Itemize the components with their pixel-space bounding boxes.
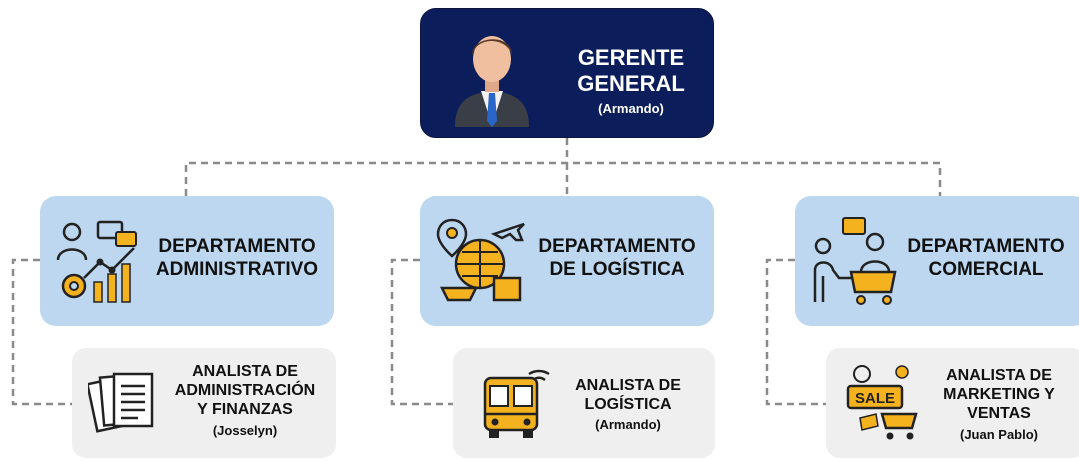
department-title-line2: DE LOGÍSTICA: [549, 258, 685, 280]
ceo-title-line2: GENERAL: [577, 71, 685, 97]
analyst-box-marketing: SALE ANALISTA DE MARKETING Y VENTAS (Jua…: [826, 348, 1079, 458]
department-title-line1: DEPARTAMENTO: [158, 236, 316, 257]
documents-icon: [88, 372, 154, 433]
analyst-title-line3: VENTAS: [967, 405, 1031, 423]
department-box-administrativo: DEPARTAMENTO ADMINISTRATIVO: [40, 196, 334, 326]
department-title-line1: DEPARTAMENTO: [538, 236, 696, 257]
department-title-line1: DEPARTAMENTO: [907, 236, 1065, 257]
admin-analyst-connector: [11, 258, 72, 406]
analyst-title-line2: LOGÍSTICA: [584, 396, 672, 414]
analyst-person: (Josselyn): [212, 422, 278, 438]
department-bus-connector: [184, 161, 942, 196]
ceo-person: (Armando): [598, 100, 664, 116]
commercial-analyst-connector: [765, 258, 826, 406]
svg-text:SALE: SALE: [855, 390, 895, 407]
analyst-title-line1: ANALISTA DE: [946, 367, 1052, 384]
analyst-title-line3: Y FINANZAS: [197, 401, 293, 419]
analyst-person: (Juan Pablo): [959, 426, 1038, 442]
analyst-title-line2: ADMINISTRACIÓN: [174, 382, 316, 400]
global-logistics-icon: [436, 218, 525, 302]
analyst-title-line1: ANALISTA DE: [192, 363, 298, 380]
department-title-line2: COMERCIAL: [928, 258, 1044, 280]
department-title-line2: ADMINISTRATIVO: [155, 258, 319, 280]
sale-cart-icon: SALE: [846, 365, 918, 440]
businessman-avatar-icon: [455, 36, 529, 127]
department-box-logistica: DEPARTAMENTO DE LOGÍSTICA: [420, 196, 714, 326]
ceo-title-line1: GERENTE: [577, 45, 685, 70]
department-box-comercial: DEPARTAMENTO COMERCIAL: [795, 196, 1079, 326]
bus-icon: [483, 369, 550, 438]
ceo-box: GERENTE GENERAL (Armando): [420, 8, 714, 138]
analyst-box-administracion: ANALISTA DE ADMINISTRACIÓN Y FINANZAS (J…: [72, 348, 336, 458]
logistics-analyst-connector: [390, 258, 453, 406]
analyst-title-line1: ANALISTA DE: [575, 377, 681, 394]
analyst-box-logistica: ANALISTA DE LOGÍSTICA (Armando): [453, 348, 715, 458]
analyst-title-line2: MARKETING Y: [943, 386, 1055, 404]
sales-customer-icon: [813, 217, 897, 305]
analyst-person: (Armando): [595, 417, 661, 433]
business-analytics-icon: [56, 220, 137, 303]
